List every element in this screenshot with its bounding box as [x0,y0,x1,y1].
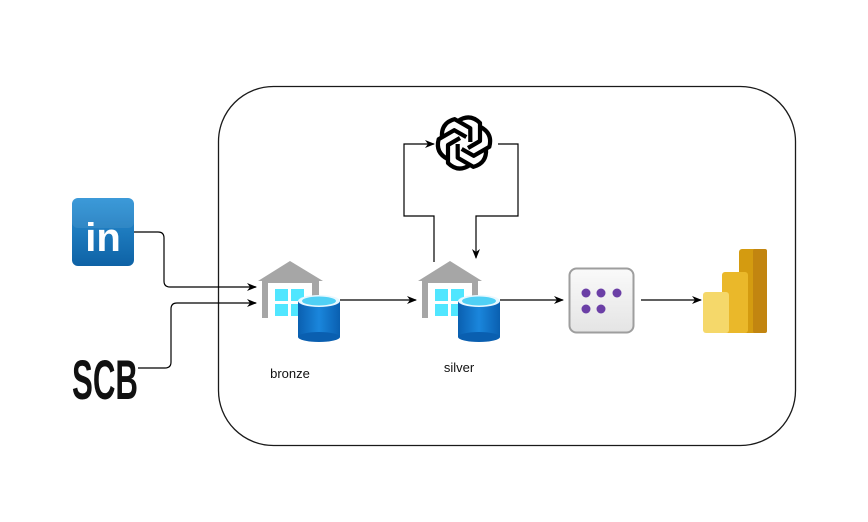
linkedin-logo-text: in [85,216,121,260]
dots-icon [581,288,622,314]
silver-label: silver [444,360,475,375]
scb-logo-icon[interactable]: SCB [72,348,138,411]
edge-linkedin-bronze [134,231,257,291]
edge-openai-silver [472,143,519,259]
edge-scb-bronze [138,299,257,369]
edge-silver-openai [403,140,435,262]
openai-icon[interactable] [434,116,494,169]
bronze-warehouse-icon[interactable] [258,261,340,342]
power-bi-icon[interactable] [703,249,767,333]
semantic-model-icon[interactable] [568,267,635,334]
bronze-label: bronze [270,366,310,381]
pipeline-container [217,85,797,447]
silver-warehouse-icon[interactable] [418,261,500,342]
linkedin-icon[interactable]: in [72,198,134,266]
scb-logo-text: SCB [72,348,138,411]
